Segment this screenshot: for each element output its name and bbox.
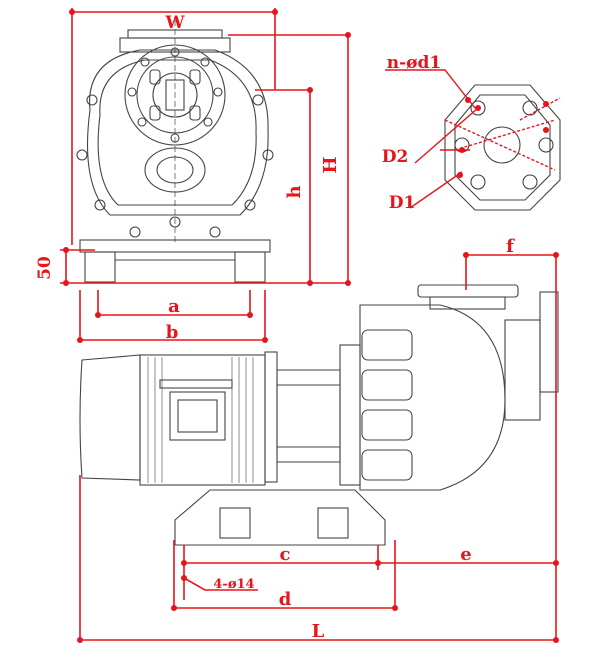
label-e: e [460, 544, 471, 565]
flange-detail [444, 84, 561, 211]
terminal-box [169, 391, 226, 441]
label-nd1: n-ød1 [387, 53, 441, 73]
left-foot [84, 251, 116, 283]
label-D2: D2 [382, 147, 409, 167]
casing-bolts [76, 94, 274, 238]
suction-flange [539, 291, 559, 393]
inlet-ring [124, 44, 226, 146]
label-H: H [320, 156, 341, 173]
label-W: W [164, 13, 185, 33]
pump-base [174, 489, 386, 546]
ring-slots [149, 69, 201, 121]
front-dimensions [60, 8, 349, 342]
label-D1: D1 [389, 193, 416, 213]
suction-nozzle [504, 319, 541, 421]
label-a: a [168, 296, 180, 317]
side-view [79, 284, 559, 546]
casing-ribs [361, 329, 413, 481]
label-50: 50 [35, 256, 55, 280]
pump-back-plate [339, 344, 361, 486]
pump-casing [359, 304, 506, 491]
label-h: h [284, 185, 305, 198]
coupling-housing [276, 369, 341, 463]
side-dimension-dots [77, 252, 559, 643]
label-b: b [166, 322, 179, 343]
flange-dots [457, 97, 549, 178]
motor-fins [147, 357, 254, 483]
flange-center [483, 126, 521, 164]
front-dimension-dots [63, 9, 351, 343]
label-L: L [312, 621, 325, 642]
side-dimensions [79, 254, 557, 642]
label-d: d [279, 589, 292, 610]
motor-flange [264, 351, 278, 483]
label-holes: 4-ø14 [213, 577, 254, 592]
volute-casing [86, 49, 269, 216]
front-view [76, 20, 274, 283]
flange-dimensions [385, 69, 561, 209]
label-c: c [280, 544, 291, 565]
label-f: f [506, 236, 515, 257]
flange-octagon [444, 84, 561, 211]
right-foot [234, 251, 266, 283]
motor-endcap [79, 354, 141, 481]
discharge-flange [417, 284, 519, 298]
